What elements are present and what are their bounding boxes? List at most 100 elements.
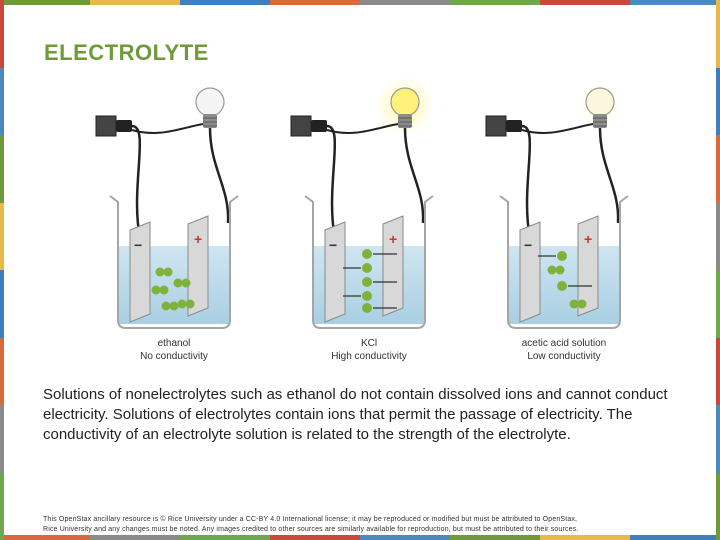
electrode-positive [382,215,404,317]
conductivity-label: Low conductivity [527,351,600,362]
electrode-negative [519,221,541,323]
molecule [151,285,161,295]
border-segment [270,0,360,5]
border-segment [0,135,4,203]
border-segment [0,535,90,540]
border-segment [450,535,540,540]
border-segment [0,405,4,473]
border-segment [0,0,90,5]
border-segment [90,535,180,540]
solution-label: KCl [361,338,377,349]
molecule [159,285,169,295]
conductivity-label: No conductivity [140,351,208,362]
beaker-glass [499,195,629,329]
border-segment [0,472,4,540]
border-segment [180,0,270,5]
wall-socket-icon [485,115,507,137]
solution-label: ethanol [158,338,191,349]
ion [362,277,372,287]
molecule [163,267,173,277]
wire-bulb [131,123,204,134]
light-bulb-icon [195,87,225,117]
wire-bulb [521,123,594,134]
slide-border-top [0,0,720,5]
positive-sign: + [194,231,202,247]
positive-sign: + [389,231,397,247]
molecule [577,299,587,309]
wall-socket-icon [95,115,117,137]
wire-negative [131,124,142,239]
border-segment [716,472,720,540]
border-segment [716,270,720,338]
slide-border-bottom [0,535,720,540]
wire-positive [598,127,620,224]
molecule [185,299,195,309]
molecule [169,301,179,311]
molecule [181,278,191,288]
electrode-negative [324,221,346,323]
border-segment [630,535,720,540]
molecule [547,265,557,275]
plug-icon [311,120,327,132]
border-segment [716,67,720,135]
border-segment [716,202,720,270]
electrode-negative [129,221,151,323]
negative-sign: − [134,237,142,253]
molecule [155,267,165,277]
slide-title: ELECTROLYTE [44,40,209,65]
plug-icon [116,120,132,132]
light-bulb-icon [390,87,420,117]
molecule [569,299,579,309]
border-segment [90,0,180,5]
border-segment [450,0,540,5]
border-segment [0,337,4,405]
negative-sign: − [329,237,337,253]
ion [557,251,567,261]
wire-bulb [326,123,399,134]
light-bulb-icon [585,87,615,117]
beaker-setup: − + ethanol No conductivity [95,87,239,362]
license-footer-line-1: This OpenStax ancillary resource is © Ri… [43,516,578,523]
ion [362,291,372,301]
molecule [177,299,187,309]
molecule [161,301,171,311]
negative-sign: − [524,237,532,253]
border-segment [716,135,720,203]
body-paragraph: Solutions of nonelectrolytes such as eth… [43,386,668,443]
wire-negative [326,124,337,239]
plug-icon [506,120,522,132]
license-footer-line-2: Rice University and any changes must be … [43,526,579,533]
border-segment [180,535,270,540]
border-segment [0,0,4,68]
beaker-glass [304,195,434,329]
wire-positive [208,127,230,224]
ion [362,263,372,273]
border-segment [630,0,720,5]
border-segment [716,0,720,68]
border-segment [360,535,450,540]
slide-border-left [0,0,4,540]
positive-sign: + [584,231,592,247]
wire-negative [521,124,532,239]
slide-border-right [716,0,720,540]
border-segment [540,535,630,540]
solution-label: acetic acid solution [522,338,607,349]
border-segment [0,270,4,338]
border-segment [540,0,630,5]
ion [362,249,372,259]
ion [557,281,567,291]
border-segment [716,405,720,473]
ion [362,303,372,313]
molecule [555,265,565,275]
border-segment [360,0,450,5]
border-segment [0,67,4,135]
border-segment [270,535,360,540]
wall-socket-icon [290,115,312,137]
molecule [173,278,183,288]
beaker-glass [109,195,239,329]
conductivity-label: High conductivity [331,351,407,362]
border-segment [716,337,720,405]
